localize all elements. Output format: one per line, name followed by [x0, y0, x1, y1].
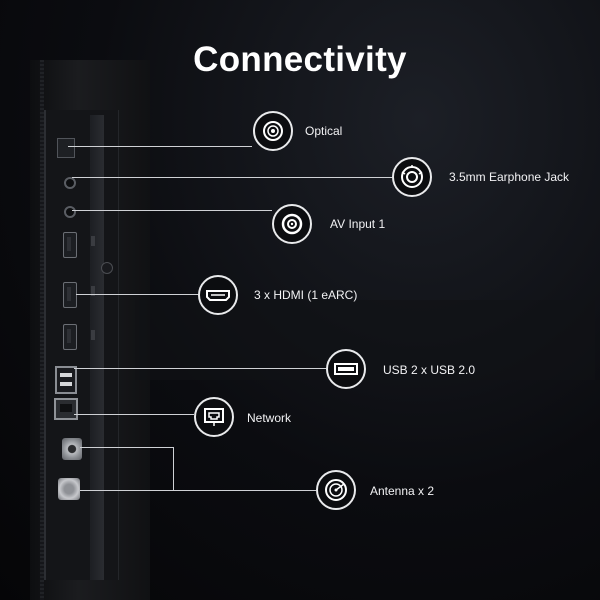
hdmi-port — [63, 232, 77, 258]
av-input-label: AV Input 1 — [330, 217, 386, 231]
antenna-label: Antenna x 2 — [370, 484, 435, 498]
earphone-jack-port — [64, 177, 76, 189]
leader-line-network — [74, 414, 194, 415]
ethernet-port-icon — [194, 397, 234, 437]
leader-line-earphone — [72, 177, 392, 178]
panel-knob — [101, 262, 113, 274]
panel-marking — [91, 236, 95, 246]
earphone-jack-label: 3.5mm Earphone Jack — [449, 170, 570, 184]
leader-line-antenna-a — [80, 447, 173, 448]
leader-line-usb — [74, 368, 326, 369]
usb-port — [55, 366, 77, 394]
av-input-port — [64, 206, 76, 218]
leader-line-antenna-join — [173, 447, 174, 490]
leader-line-av — [72, 210, 272, 211]
panel-marking — [91, 330, 95, 340]
usb-port-icon — [326, 349, 366, 389]
port-strip — [44, 110, 119, 580]
optical-label: Optical — [305, 124, 343, 138]
usb-label: USB 2 x USB 2.0 — [383, 363, 476, 377]
page-title: Connectivity — [193, 40, 407, 79]
hdmi-port-icon — [198, 275, 238, 315]
network-label: Network — [247, 411, 292, 425]
panel-marking — [91, 286, 95, 296]
leader-line-hdmi — [76, 294, 198, 295]
antenna-port-icon — [316, 470, 356, 510]
optical-port — [57, 138, 75, 158]
av-input-icon — [272, 204, 312, 244]
hdmi-label: 3 x HDMI (1 eARC) — [254, 288, 358, 302]
optical-port-icon — [253, 111, 293, 151]
earphone-jack-icon — [392, 157, 432, 197]
leader-line-optical — [68, 146, 252, 147]
antenna-port — [62, 438, 82, 460]
ethernet-port — [54, 398, 78, 420]
port-strip-edge — [90, 115, 104, 580]
leader-line-antenna-b — [80, 490, 316, 491]
hdmi-port — [63, 324, 77, 350]
hdmi-port — [63, 282, 77, 308]
antenna-port — [58, 478, 80, 500]
